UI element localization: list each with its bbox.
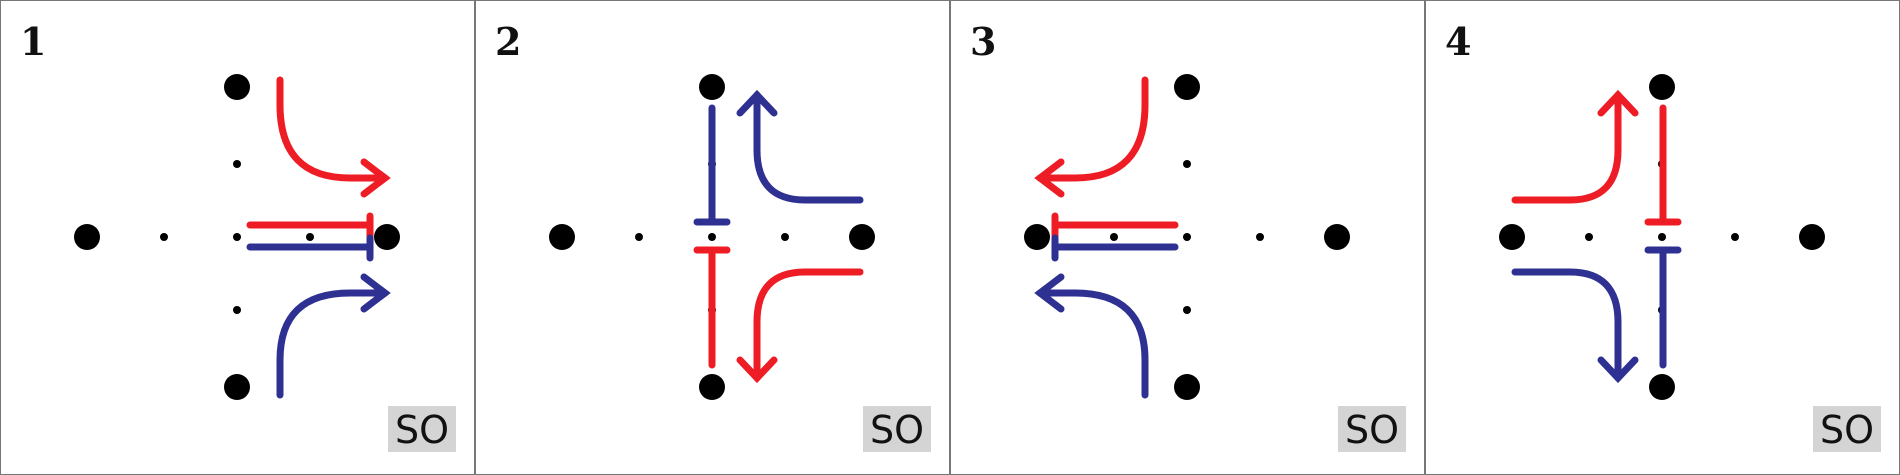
lattice-small-dot	[233, 306, 241, 314]
lattice-small-dot	[1731, 233, 1739, 241]
site-north-dot	[1649, 74, 1675, 100]
lattice-small-dot	[1110, 233, 1118, 241]
site-north-dot	[699, 74, 725, 100]
site-west-dot	[74, 224, 100, 250]
so-badge-text: SO	[1820, 408, 1874, 452]
so-badge: SO	[388, 406, 456, 452]
site-west-dot	[1024, 224, 1050, 250]
lattice-dots	[74, 74, 400, 400]
lattice-small-dot	[1256, 233, 1264, 241]
so-badge: SO	[1338, 406, 1406, 452]
site-east-dot	[849, 224, 875, 250]
site-north-dot	[224, 74, 250, 100]
lattice-small-dot	[160, 233, 168, 241]
panel-4: 4SO	[1425, 0, 1900, 475]
site-south-dot	[1649, 374, 1675, 400]
lattice-small-dot	[233, 160, 241, 168]
so-badge-bg	[1338, 406, 1406, 452]
panel-2: 2SO	[475, 0, 950, 475]
flux-arrows	[1511, 89, 1682, 384]
lattice-small-dot	[1183, 306, 1191, 314]
lattice-small-dot	[1658, 233, 1666, 241]
panel-number: 4	[1445, 19, 1471, 64]
so-badge-text: SO	[870, 408, 924, 452]
site-west-dot	[1499, 224, 1525, 250]
lattice-small-dot	[233, 233, 241, 241]
so-badge-bg	[388, 406, 456, 452]
site-west-dot	[549, 224, 575, 250]
panel-1: 1SO	[0, 0, 475, 475]
panel-number: 3	[970, 19, 996, 64]
site-south-dot	[1174, 374, 1200, 400]
site-south-dot	[224, 374, 250, 400]
lattice-small-dot	[635, 233, 643, 241]
lattice-dots	[549, 74, 875, 400]
panel-number: 2	[495, 19, 521, 64]
so-badge-text: SO	[395, 408, 449, 452]
panel-number: 1	[20, 19, 46, 64]
so-badge: SO	[1813, 406, 1881, 452]
so-badge-bg	[1813, 406, 1881, 452]
lattice-small-dot	[306, 233, 314, 241]
lattice-dots	[1024, 74, 1350, 400]
lattice-small-dot	[781, 233, 789, 241]
so-badge-bg	[863, 406, 931, 452]
lattice-small-dot	[1183, 160, 1191, 168]
site-east-dot	[1799, 224, 1825, 250]
lattice-small-dot	[708, 233, 716, 241]
lattice-dots	[1499, 74, 1825, 400]
site-north-dot	[1174, 74, 1200, 100]
site-south-dot	[699, 374, 725, 400]
panel-3: 3SO	[950, 0, 1425, 475]
site-east-dot	[374, 224, 400, 250]
so-badge: SO	[863, 406, 931, 452]
so-badge-text: SO	[1345, 408, 1399, 452]
lattice-small-dot	[1585, 233, 1593, 241]
lattice-small-dot	[1183, 233, 1191, 241]
site-east-dot	[1324, 224, 1350, 250]
